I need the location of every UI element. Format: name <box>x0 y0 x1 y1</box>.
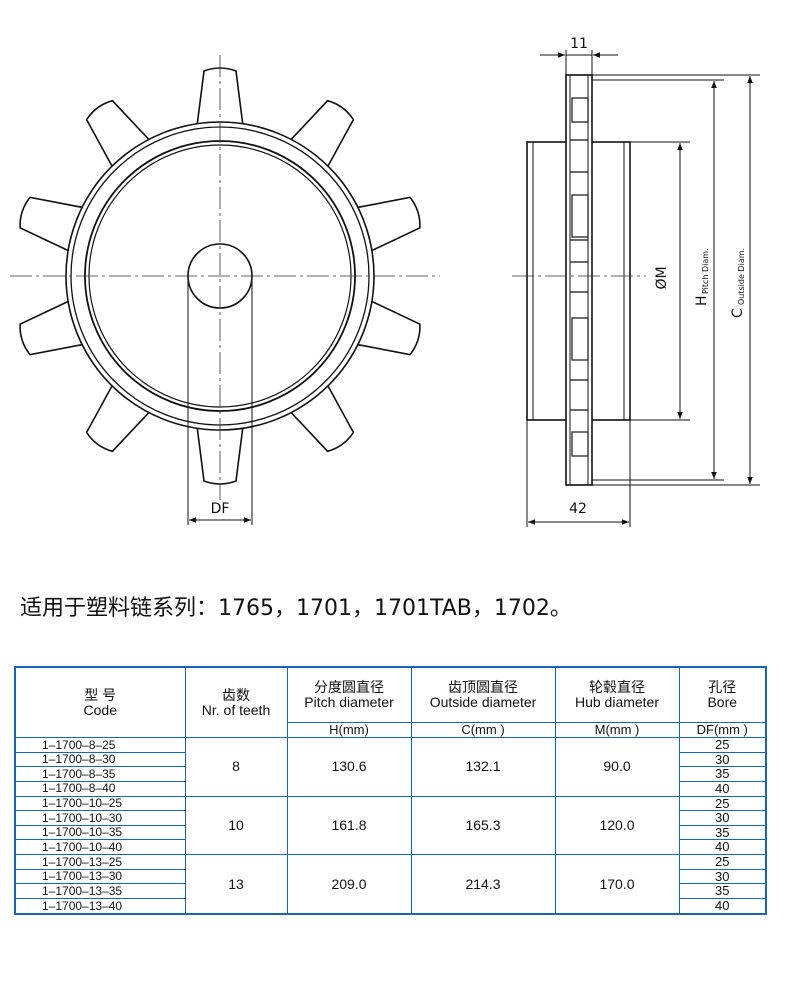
table-row: 1–1700–13–25 13 209.0 214.3 170.0 25 <box>14 854 767 915</box>
code-cell: 1–1700–13–25 <box>14 854 186 870</box>
bore-cell: 30 <box>678 868 767 885</box>
header-hub: 轮毂直径 Hub diameter <box>554 666 680 723</box>
pitch-cell: 161.8 <box>286 795 412 856</box>
hub-cell: 170.0 <box>554 854 680 915</box>
pitch-diameter-note: Pitch Diam. <box>701 248 710 294</box>
header-hub-cn: 轮毂直径 <box>589 679 645 696</box>
header-code-cn: 型 号 <box>84 686 117 703</box>
table-row: 1–1700–8–25 8 130.6 132.1 90.0 25 <box>14 737 767 797</box>
code-cell: 1–1700–10–25 <box>14 795 186 812</box>
df-dimension-label: DF <box>211 501 230 517</box>
bore-cell: 35 <box>678 824 767 841</box>
code-cell: 1–1700–8–35 <box>14 766 186 782</box>
bore-cell: 35 <box>678 766 767 782</box>
header-teeth: 齿数 Nr. of teeth <box>184 666 288 738</box>
table-row: 1–1700–8–35 35 <box>14 766 767 782</box>
header-teeth-en: Nr. of teeth <box>201 701 271 718</box>
sprocket-front-view: DF <box>10 55 440 525</box>
applicable-chain-series-caption: 适用于塑料链系列：1765，1701，1701TAB，1702。 <box>20 596 572 621</box>
width-dimension-label: 11 <box>570 36 588 52</box>
unit-pitch: H(mm) <box>286 722 412 738</box>
sprocket-tooth <box>354 196 421 253</box>
hub-diameter-label: ØM <box>654 266 670 289</box>
bore-cell: 30 <box>678 810 767 826</box>
code-cell: 1–1700–10–35 <box>14 824 186 841</box>
header-pitch: 分度圆直径 Pitch diameter <box>286 666 412 723</box>
unit-outside: C(mm ) <box>410 722 556 738</box>
hub-length-label: 42 <box>569 501 587 517</box>
header-pitch-en: Pitch diameter <box>304 694 394 710</box>
code-cell: 1–1700–10–30 <box>14 810 186 826</box>
header-bore: 孔径 Bore <box>678 666 767 723</box>
table-row: 1–1700–8–30 30 <box>14 751 767 768</box>
outside-diameter-note: Outside Diam. <box>737 248 746 305</box>
pitch-cell: 130.6 <box>286 737 412 797</box>
outside-cell: 214.3 <box>410 854 556 915</box>
sprocket-tooth <box>354 299 421 356</box>
outside-cell: 132.1 <box>410 737 556 797</box>
table-row: 1–1700–13–30 30 <box>14 868 767 885</box>
teeth-cell: 10 <box>184 795 288 856</box>
table-row: 1–1700–13–40 40 <box>14 898 767 915</box>
side-tooth-window <box>571 194 589 238</box>
code-cell: 1–1700–8–40 <box>14 780 186 797</box>
table-row: 1–1700–10–40 40 <box>14 839 767 856</box>
header-bore-en: Bore <box>707 694 738 710</box>
header-teeth-cn: 齿数 <box>222 686 250 703</box>
side-tooth-window <box>571 431 589 457</box>
code-cell: 1–1700–8–25 <box>14 737 186 753</box>
bore-cell: 25 <box>678 795 767 812</box>
table-row: 1–1700–10–25 10 161.8 165.3 120.0 25 <box>14 795 767 856</box>
header-outside: 齿顶圆直径 Outside diameter <box>410 666 556 723</box>
side-tooth-profiles <box>570 97 589 457</box>
code-cell: 1–1700–8–30 <box>14 751 186 768</box>
outside-diameter-label: C <box>730 308 746 318</box>
hub-cell: 90.0 <box>554 737 680 797</box>
header-hub-en: Hub diameter <box>574 694 660 710</box>
bore-cell: 40 <box>678 898 767 915</box>
side-dimensions <box>526 50 760 527</box>
sprocket-drawing: DF 11 42 ØM H Pitch Diam. <box>10 36 760 527</box>
table-row: 1–1700–10–35 35 <box>14 824 767 841</box>
header-pitch-cn: 分度圆直径 <box>314 679 384 696</box>
header-code-en: Code <box>83 701 117 718</box>
bore-cell: 35 <box>678 883 767 900</box>
sprocket-side-view <box>512 74 646 486</box>
unit-bore: DF(mm ) <box>678 722 767 738</box>
header-outside-cn: 齿顶圆直径 <box>448 679 518 696</box>
bore-cell: 40 <box>678 839 767 856</box>
table-row: 1–1700–8–40 40 <box>14 780 767 797</box>
code-cell: 1–1700–10–40 <box>14 839 186 856</box>
teeth-cell: 13 <box>184 854 288 915</box>
unit-hub: M(mm ) <box>554 722 680 738</box>
side-tooth-window <box>571 97 589 123</box>
teeth-cell: 8 <box>184 737 288 797</box>
sprocket-tooth <box>19 299 86 356</box>
code-cell: 1–1700–13–40 <box>14 898 186 915</box>
outside-cell: 165.3 <box>410 795 556 856</box>
sprocket-tooth <box>19 196 86 253</box>
table-row: 1–1700–10–30 30 <box>14 810 767 826</box>
code-cell: 1–1700–13–30 <box>14 868 186 885</box>
bore-cell: 40 <box>678 780 767 797</box>
bore-cell: 25 <box>678 854 767 870</box>
hub-cell: 120.0 <box>554 795 680 856</box>
sprocket-spec-table: 型 号 Code 齿数 Nr. of teeth 分度圆直径 Pitch dia… <box>14 666 767 915</box>
header-bore-cn: 孔径 <box>708 679 737 696</box>
header-outside-en: Outside diameter <box>429 694 537 710</box>
pitch-cell: 209.0 <box>286 854 412 915</box>
bore-cell: 25 <box>678 737 767 753</box>
header-code: 型 号 Code <box>14 666 186 738</box>
side-tooth-window <box>571 317 589 361</box>
bore-cell: 30 <box>678 751 767 768</box>
code-cell: 1–1700–13–35 <box>14 883 186 900</box>
pitch-diameter-label: H <box>694 295 710 306</box>
